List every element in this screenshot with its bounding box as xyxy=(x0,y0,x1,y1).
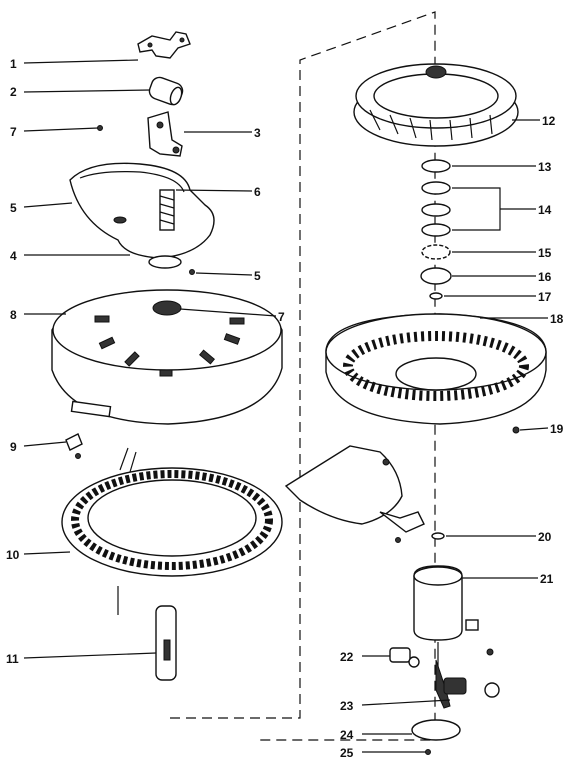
callout-5-left: 5 xyxy=(10,201,17,215)
part-bottom-plate xyxy=(325,313,547,425)
part-switch-plate xyxy=(284,445,425,533)
assembly-axis-line xyxy=(170,11,436,741)
part-bearing-16 xyxy=(420,267,452,285)
callout-1: 1 xyxy=(10,57,17,71)
part-screw-5 xyxy=(189,269,195,275)
leader-lines-right xyxy=(361,119,549,753)
part-switch-housing xyxy=(69,162,215,269)
part-screw-9 xyxy=(75,453,81,459)
part-washer-14b xyxy=(421,203,451,217)
part-cover-disc xyxy=(411,719,461,741)
part-washer-14a xyxy=(421,181,451,195)
callout-20: 20 xyxy=(538,530,552,544)
callout-13: 13 xyxy=(538,160,552,174)
callout-19: 19 xyxy=(550,422,564,436)
callout-7-left: 7 xyxy=(10,125,17,139)
callout-14: 14 xyxy=(538,203,552,217)
callout-2: 2 xyxy=(10,85,17,99)
part-lock-ring-15 xyxy=(421,244,451,260)
callout-8: 8 xyxy=(10,308,17,322)
callout-9: 9 xyxy=(10,440,17,454)
part-connector xyxy=(389,647,420,668)
callout-6: 6 xyxy=(254,185,261,199)
part-spring xyxy=(159,189,175,231)
callout-10: 10 xyxy=(6,548,20,562)
part-capacitor xyxy=(148,76,184,106)
callout-4: 4 xyxy=(10,249,17,263)
callout-24: 24 xyxy=(340,728,354,742)
part-screw-25 xyxy=(425,749,431,755)
part-clip-17 xyxy=(429,292,443,300)
part-shaft xyxy=(117,586,177,681)
callout-21: 21 xyxy=(540,572,554,586)
callout-5-lower: 5 xyxy=(254,269,261,283)
part-switch xyxy=(413,565,479,680)
callout-23: 23 xyxy=(340,699,354,713)
callout-12: 12 xyxy=(542,114,556,128)
part-washer-14c xyxy=(421,223,451,237)
callout-16: 16 xyxy=(538,270,552,284)
callout-22: 22 xyxy=(340,650,354,664)
callout-3: 3 xyxy=(254,126,261,140)
callout-17: 17 xyxy=(538,290,552,304)
part-motor-housing xyxy=(51,289,283,425)
part-washer-13 xyxy=(421,159,451,173)
part-pull-chain xyxy=(435,648,500,709)
part-rotor xyxy=(353,63,519,147)
part-screw-19 xyxy=(512,426,520,434)
part-stator xyxy=(61,447,283,577)
part-ring-20 xyxy=(431,532,445,540)
callout-18: 18 xyxy=(550,312,564,326)
part-clip xyxy=(65,433,83,451)
callout-labels: 1 2 3 4 5 5 6 7 7 8 9 10 11 12 13 14 15 … xyxy=(6,57,564,760)
part-screw-7-top xyxy=(97,125,103,131)
callout-7-right: 7 xyxy=(278,310,285,324)
callout-25: 25 xyxy=(340,746,354,760)
part-switch-bracket xyxy=(147,111,183,157)
part-hanger-bracket xyxy=(137,31,191,59)
part-screw-plate xyxy=(395,537,401,543)
leader-lines xyxy=(23,59,277,659)
callout-15: 15 xyxy=(538,246,552,260)
callout-11: 11 xyxy=(6,652,19,666)
